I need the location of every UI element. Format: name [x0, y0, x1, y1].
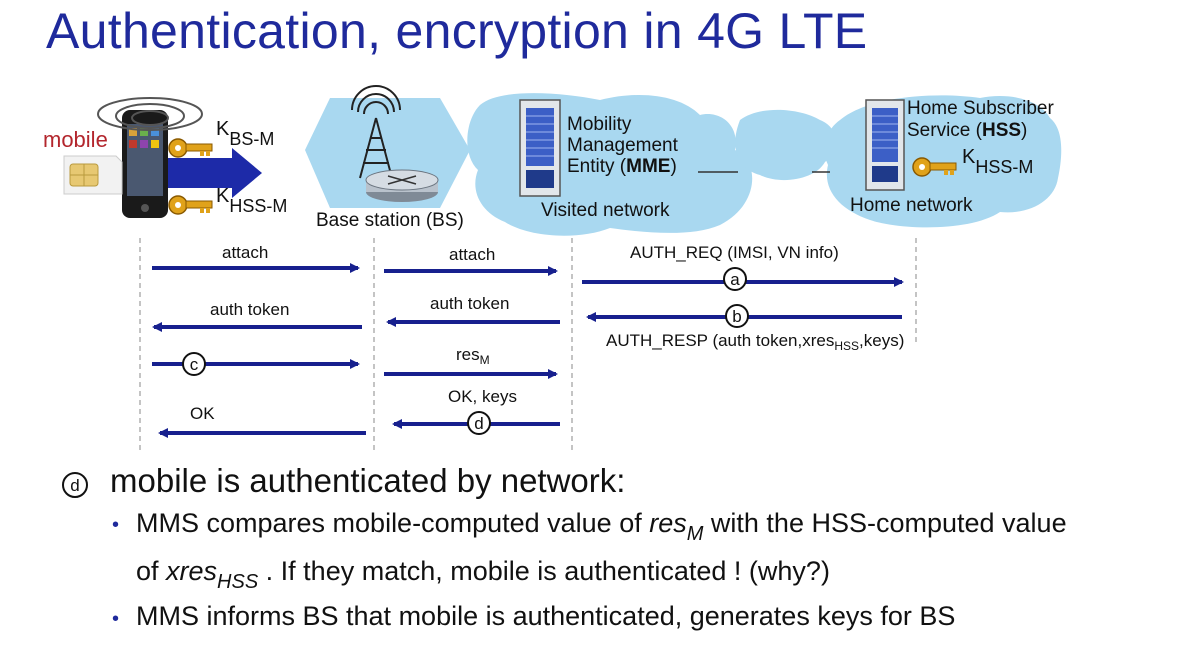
res-label: resM: [456, 345, 490, 367]
attach-label-2: attach: [449, 245, 496, 264]
hss-label: Home Subscriber Service (HSS): [907, 98, 1054, 141]
auth-req-label: AUTH_REQ (IMSI, VN info): [630, 243, 839, 262]
slide-title: Authentication, encryption in 4G LTE: [46, 3, 868, 59]
bullet-dot-1: •: [112, 514, 120, 536]
auth-resp-label: AUTH_RESP (auth token,xresHSS,keys): [606, 331, 905, 353]
marker-b: b: [725, 304, 749, 328]
bottom-marker-d: d: [62, 472, 88, 498]
visited-network-label: Visited network: [541, 200, 670, 221]
bullet-1-line-1: MMS compares mobile-computed value of re…: [136, 508, 1067, 545]
key-bs-m-label: KBS-M: [216, 118, 275, 149]
marker-c: c: [182, 352, 206, 376]
auth-token-label-2: auth token: [430, 294, 510, 313]
router-icon: [365, 169, 439, 202]
bullet-1-line-2: of xresHSS . If they match, mobile is au…: [136, 556, 830, 593]
base-station-label: Base station (BS): [316, 210, 464, 231]
bullet-dot-2: •: [112, 608, 120, 630]
phone-arrow-icon: [168, 148, 262, 198]
sim-card-icon: [63, 155, 123, 195]
key-hss-m-home-label: KHSS-M: [962, 146, 1034, 177]
marker-a: a: [723, 267, 747, 291]
bottom-heading: mobile is authenticated by network:: [110, 462, 626, 499]
key-hss-m-mobile-label: KHSS-M: [216, 185, 288, 216]
key-bs-m-icon: [168, 138, 213, 158]
marker-d: d: [467, 411, 491, 435]
auth-token-label-1: auth token: [210, 300, 290, 319]
link-cloud: [735, 109, 836, 181]
hss-server-icon: [865, 99, 905, 191]
radio-waves-icon: [97, 97, 203, 131]
ok-label: OK: [190, 404, 215, 423]
mobile-label: mobile: [43, 127, 108, 152]
phone-icon: [122, 110, 168, 218]
attach-label-1: attach: [222, 243, 269, 262]
key-hss-m-home-icon: [912, 157, 957, 177]
bullet-2: MMS informs BS that mobile is authentica…: [136, 601, 956, 631]
ok-keys-label: OK, keys: [448, 387, 517, 406]
mme-server-icon: [519, 99, 561, 197]
home-network-label: Home network: [850, 195, 973, 216]
mme-label: Mobility Management Entity (MME): [567, 114, 678, 177]
cell-tower-icon: [351, 85, 401, 179]
key-hss-m-mobile-icon: [168, 195, 213, 215]
